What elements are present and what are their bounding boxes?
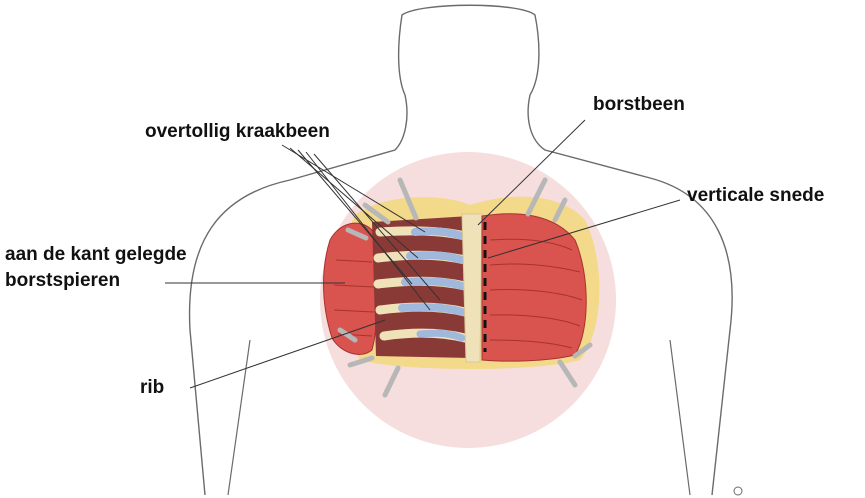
label-retracted-muscles-line1: aan de kant gelegde <box>5 242 187 268</box>
label-excess-cartilage: overtollig kraakbeen <box>145 119 330 145</box>
cartilage-1 <box>415 231 462 236</box>
sternum <box>462 214 482 362</box>
label-sternum: borstbeen <box>593 92 685 118</box>
label-retracted-muscles-line2: borstspieren <box>5 268 120 294</box>
cartilage-3 <box>405 281 462 286</box>
corner-mark <box>734 487 742 495</box>
left-arm-line <box>228 340 250 495</box>
label-rib: rib <box>140 375 164 401</box>
label-vertical-incision: verticale snede <box>687 183 824 209</box>
right-pectoral-muscle <box>482 214 586 361</box>
right-arm-line <box>670 340 690 495</box>
